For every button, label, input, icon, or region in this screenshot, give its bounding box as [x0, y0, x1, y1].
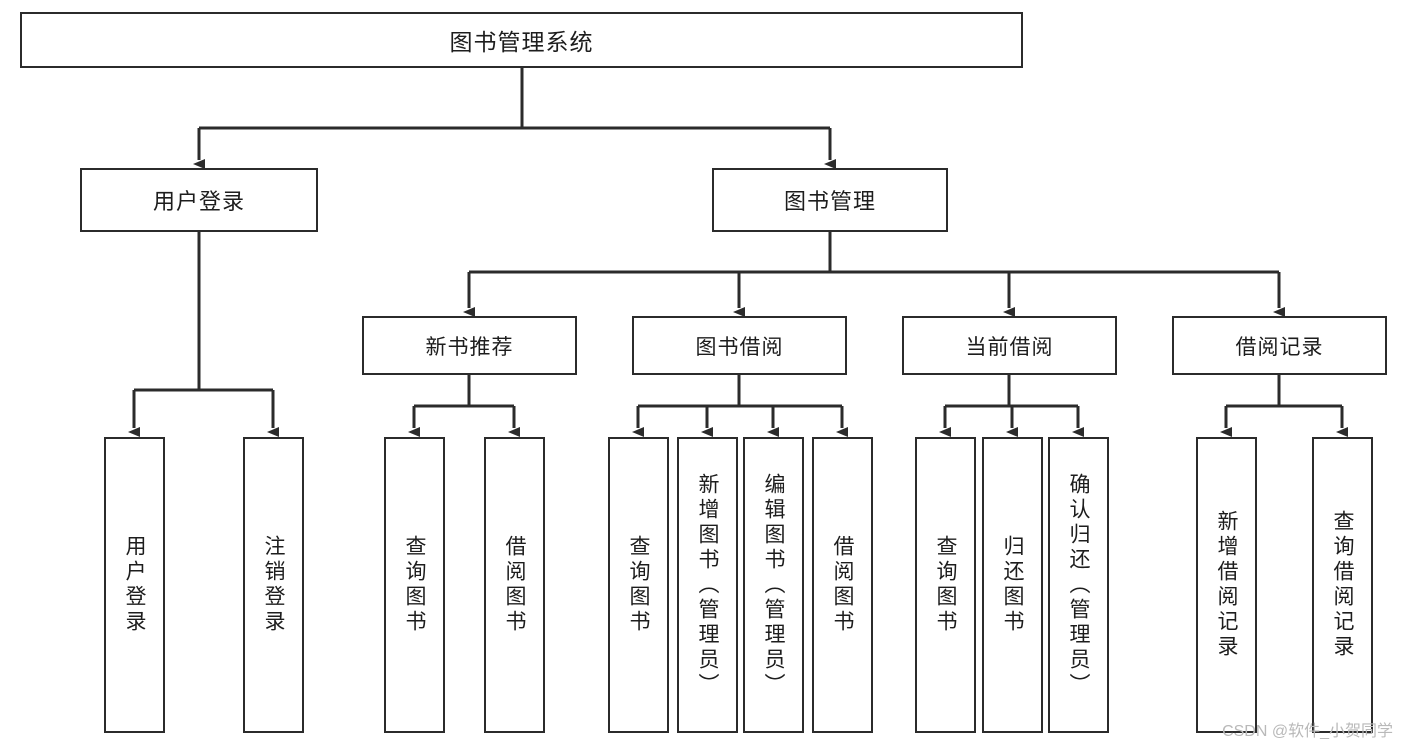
node-book-management[interactable]: 图书管理: [712, 168, 948, 232]
leaf-book-borrow-borrow[interactable]: 借阅图书: [812, 437, 873, 733]
leaf-borrow-record-query-label: 查询借阅记录: [1331, 510, 1354, 660]
leaf-inner: 编辑图书（管理员）: [745, 439, 802, 731]
leaf-inner: 注销登录: [245, 439, 302, 731]
node-new-book-recommend[interactable]: 新书推荐: [362, 316, 577, 375]
leaf-book-borrow-query-label: 查询图书: [627, 535, 650, 635]
node-root[interactable]: 图书管理系统: [20, 12, 1023, 68]
leaf-current-borrow-query-label: 查询图书: [934, 535, 957, 635]
leaf-borrow-record-query[interactable]: 查询借阅记录: [1312, 437, 1373, 733]
leaf-user-login-login-label: 用户登录: [123, 535, 146, 635]
leaf-book-borrow-add-label: 新增图书（管理员）: [696, 472, 719, 698]
leaf-book-borrow-edit[interactable]: 编辑图书（管理员）: [743, 437, 804, 733]
leaf-new-book-query[interactable]: 查询图书: [384, 437, 445, 733]
leaf-book-borrow-query[interactable]: 查询图书: [608, 437, 669, 733]
leaf-current-borrow-query[interactable]: 查询图书: [915, 437, 976, 733]
leaf-inner: 用户登录: [106, 439, 163, 731]
node-book-borrow-label: 图书借阅: [695, 335, 784, 359]
leaf-user-login-login[interactable]: 用户登录: [104, 437, 165, 733]
leaf-book-borrow-edit-label: 编辑图书（管理员）: [762, 472, 785, 698]
leaf-inner: 归还图书: [984, 439, 1041, 731]
leaf-inner: 借阅图书: [486, 439, 543, 731]
leaf-inner: 查询图书: [610, 439, 667, 731]
node-user-login-label: 用户登录: [152, 189, 245, 214]
leaf-current-borrow-return[interactable]: 归还图书: [982, 437, 1043, 733]
node-borrow-record-label: 借阅记录: [1235, 335, 1324, 359]
node-current-borrow-label: 当前借阅: [965, 335, 1054, 359]
leaf-inner: 确认归还（管理员）: [1050, 439, 1107, 731]
leaf-inner: 查询图书: [917, 439, 974, 731]
leaf-new-book-borrow[interactable]: 借阅图书: [484, 437, 545, 733]
leaf-inner: 查询借阅记录: [1314, 439, 1371, 731]
leaf-book-borrow-borrow-label: 借阅图书: [831, 535, 854, 635]
node-new-book-recommend-label: 新书推荐: [425, 335, 514, 359]
leaf-user-login-logout-label: 注销登录: [262, 535, 285, 635]
leaf-new-book-query-label: 查询图书: [403, 535, 426, 635]
node-borrow-record[interactable]: 借阅记录: [1172, 316, 1387, 375]
leaf-borrow-record-add[interactable]: 新增借阅记录: [1196, 437, 1257, 733]
leaf-current-borrow-confirm[interactable]: 确认归还（管理员）: [1048, 437, 1109, 733]
leaf-user-login-logout[interactable]: 注销登录: [243, 437, 304, 733]
leaf-book-borrow-add[interactable]: 新增图书（管理员）: [677, 437, 738, 733]
watermark: CSDN @软件_小贺同学: [1222, 723, 1393, 740]
leaf-inner: 借阅图书: [814, 439, 871, 731]
node-book-borrow[interactable]: 图书借阅: [632, 316, 847, 375]
node-user-login[interactable]: 用户登录: [80, 168, 318, 232]
leaf-current-borrow-confirm-label: 确认归还（管理员）: [1067, 472, 1090, 698]
leaf-inner: 新增图书（管理员）: [679, 439, 736, 731]
leaf-borrow-record-add-label: 新增借阅记录: [1215, 510, 1238, 660]
leaf-inner: 新增借阅记录: [1198, 439, 1255, 731]
node-book-management-label: 图书管理: [783, 189, 876, 214]
leaf-new-book-borrow-label: 借阅图书: [503, 535, 526, 635]
node-current-borrow[interactable]: 当前借阅: [902, 316, 1117, 375]
leaf-inner: 查询图书: [386, 439, 443, 731]
node-root-label: 图书管理系统: [449, 29, 594, 55]
leaf-current-borrow-return-label: 归还图书: [1001, 535, 1024, 635]
